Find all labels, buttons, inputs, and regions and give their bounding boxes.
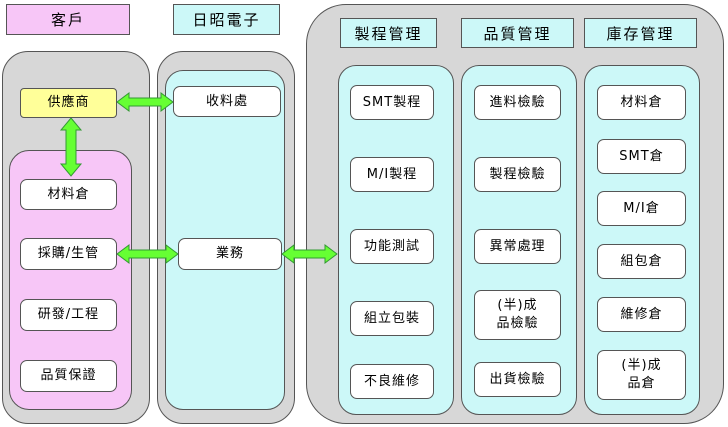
header-process-management: 製程管理: [340, 18, 437, 48]
customer-item-material-warehouse: 材料倉: [20, 179, 117, 210]
process-item-defect-repair: 不良維修: [350, 364, 434, 399]
arrow-purchasing-sales: [116, 244, 179, 264]
arrow-supplier-receiving: [116, 92, 174, 112]
quality-item-incoming-inspection: 進料檢驗: [474, 85, 561, 120]
header-inventory-management: 庫存管理: [584, 18, 697, 48]
quality-item-semifinished-inspection: (半)成 品檢驗: [474, 290, 561, 340]
header-customer: 客戶: [6, 4, 130, 35]
customer-item-quality-assurance: 品質保證: [20, 360, 117, 392]
supplier-box: 供應商: [20, 88, 117, 118]
header-quality-management: 品質管理: [461, 18, 574, 48]
arrow-sales-management: [281, 244, 338, 264]
inventory-item-mi-warehouse: M/I倉: [597, 191, 686, 226]
header-company: 日昭電子: [173, 4, 280, 35]
customer-item-rnd: 研發/工程: [20, 299, 117, 331]
inventory-item-semifinished-warehouse: (半)成 品倉: [597, 350, 686, 400]
process-item-smt: SMT製程: [350, 85, 434, 120]
inventory-item-material-warehouse: 材料倉: [597, 85, 686, 120]
customer-item-purchasing: 採購/生管: [20, 238, 117, 270]
arrow-supplier-customer: [59, 117, 83, 177]
quality-item-exception-handling: 異常處理: [474, 229, 561, 264]
quality-item-shipping-inspection: 出貨檢驗: [474, 362, 561, 397]
inventory-item-assembly-warehouse: 組包倉: [597, 244, 686, 279]
company-item-receiving: 收料處: [173, 86, 281, 117]
inventory-item-smt-warehouse: SMT倉: [597, 139, 686, 174]
process-item-mi: M/I製程: [350, 157, 434, 192]
company-item-sales: 業務: [178, 238, 282, 270]
process-item-assembly-packaging: 組立包裝: [350, 301, 434, 336]
process-item-function-test: 功能測試: [350, 229, 434, 264]
quality-item-process-inspection: 製程檢驗: [474, 157, 561, 192]
inventory-item-repair-warehouse: 維修倉: [597, 297, 686, 332]
